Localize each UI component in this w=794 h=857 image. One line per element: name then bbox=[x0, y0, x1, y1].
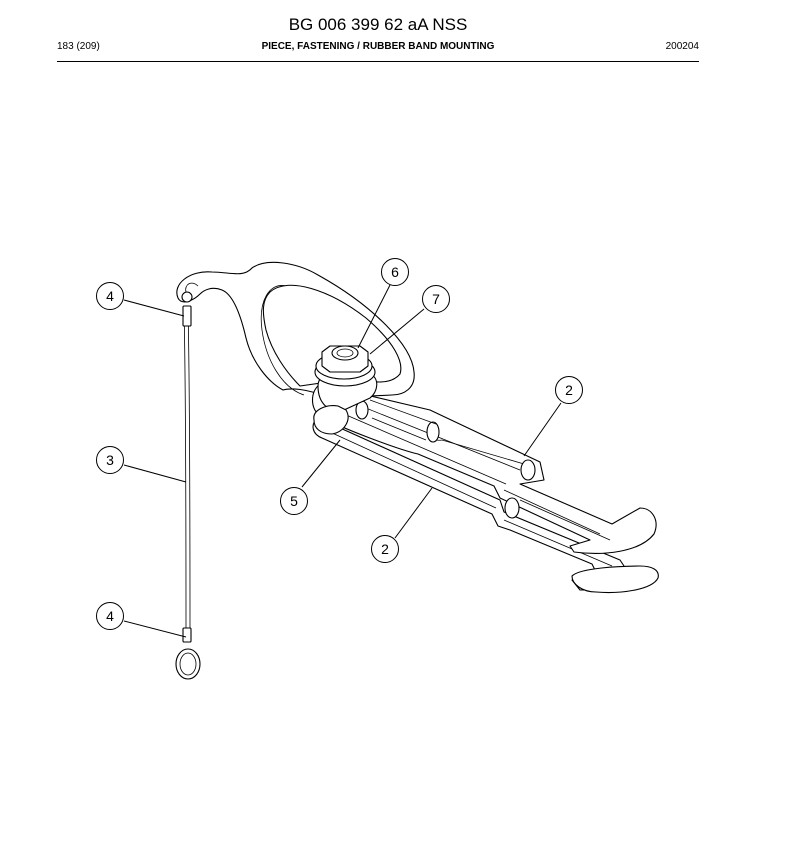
callout-3: 3 bbox=[96, 446, 124, 474]
callout-6-label: 6 bbox=[391, 264, 399, 280]
callout-2-lower: 2 bbox=[371, 535, 399, 563]
fastening-piece bbox=[176, 261, 415, 399]
callout-4-top-label: 4 bbox=[106, 288, 114, 304]
callout-7-label: 7 bbox=[432, 291, 440, 307]
callout-2-upper-label: 2 bbox=[565, 382, 573, 398]
callout-5: 5 bbox=[280, 487, 308, 515]
revision-date: 200204 bbox=[665, 41, 699, 52]
callout-7: 7 bbox=[422, 285, 450, 313]
callout-4-top: 4 bbox=[96, 282, 124, 310]
document-number: BG 006 399 62 aA NSS bbox=[288, 15, 468, 34]
callout-2-upper: 2 bbox=[555, 376, 583, 404]
callout-3-label: 3 bbox=[106, 452, 114, 468]
page-number: 183 (209) bbox=[57, 41, 100, 52]
section-title: PIECE, FASTENING / RUBBER BAND MOUNTING bbox=[261, 41, 495, 52]
callout-6: 6 bbox=[381, 258, 409, 286]
header-row: 183 (209) PIECE, FASTENING / RUBBER BAND… bbox=[57, 41, 699, 55]
callout-5-label: 5 bbox=[290, 493, 298, 509]
wire-assembly bbox=[175, 291, 201, 680]
rubber-band-arms bbox=[311, 370, 659, 593]
callout-2-lower-label: 2 bbox=[381, 541, 389, 557]
washer-and-nut bbox=[314, 345, 376, 387]
callout-4-bottom: 4 bbox=[96, 602, 124, 630]
header-rule bbox=[57, 61, 699, 62]
callout-4-bottom-label: 4 bbox=[106, 608, 114, 624]
leader-lines bbox=[123, 284, 562, 638]
